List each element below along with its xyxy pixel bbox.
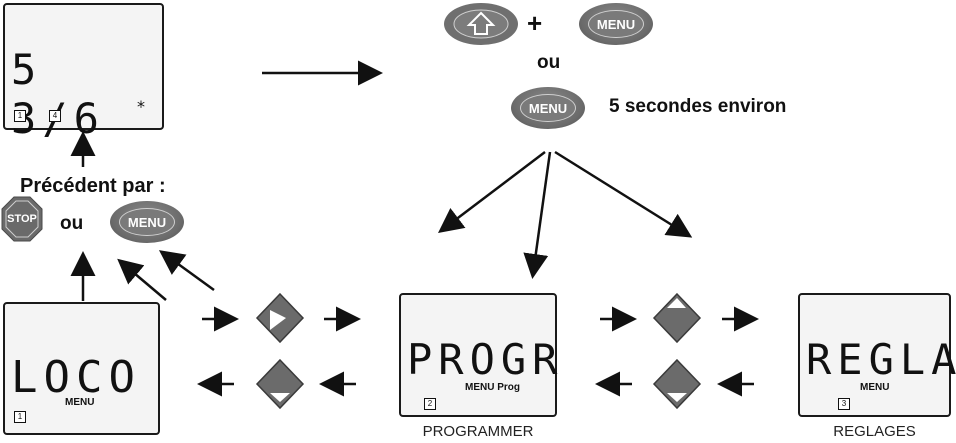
- arrow-down-right: [554, 150, 693, 238]
- menu-button-hold-label: MENU: [528, 100, 568, 116]
- menu-button-left-label: MENU: [127, 214, 167, 230]
- lcd-loco-text: LOCO: [11, 352, 141, 403]
- preceded-label: Précédent par :: [20, 175, 166, 197]
- lcd-prog: PROGR MENU Prog 2: [399, 293, 557, 417]
- or-label-top: ou: [537, 52, 561, 73]
- stop-button-label: STOP: [7, 213, 37, 225]
- lcd-regla-text: REGLA: [806, 335, 956, 384]
- arrow-down-left: [438, 151, 546, 234]
- right-key-shape-2: [652, 292, 702, 344]
- arrow-down-center: [523, 151, 552, 279]
- stop-button[interactable]: STOP: [2, 197, 42, 241]
- right-arrow-key-2[interactable]: [654, 294, 700, 342]
- lcd-prog-tag: 2: [424, 398, 436, 410]
- shift-key-button[interactable]: [444, 3, 518, 45]
- lcd-top-tag-2: 4: [49, 110, 61, 122]
- plus-sign: +: [527, 8, 543, 38]
- lcd-prog-menu: MENU Prog: [465, 382, 520, 393]
- left-key-shape-1: [255, 358, 305, 410]
- menu-button-top[interactable]: MENU: [579, 3, 653, 45]
- lcd-regla: REGLA MENU 3: [798, 293, 956, 417]
- right-key-shape-1: [255, 292, 305, 344]
- left-key-shape-2: [652, 358, 702, 410]
- arrow-diag-1: [117, 258, 167, 301]
- lcd-loco-tag: 1: [14, 411, 26, 423]
- menu-button-top-label: MENU: [596, 16, 636, 32]
- lcd-regla-menu: MENU: [860, 382, 890, 393]
- hold-duration-label: 5 secondes environ: [609, 96, 787, 117]
- lcd-top-text: 5 3/6: [11, 45, 99, 143]
- stop-button-shape: [1, 196, 43, 242]
- left-arrow-key-2[interactable]: [654, 360, 700, 408]
- or-label-left: ou: [60, 213, 84, 234]
- lcd-loco: LOCO MENU 1: [3, 302, 160, 435]
- caption-reglages: REGLAGES: [833, 423, 916, 440]
- lcd-top-tag-1: 1: [14, 110, 26, 122]
- caption-programmer: PROGRAMMER: [422, 423, 534, 440]
- lcd-top: 5 3/6 * 1 4: [3, 3, 164, 143]
- arrow-diag-2: [158, 250, 215, 292]
- lcd-prog-text: PROGR: [407, 335, 564, 384]
- lcd-regla-tag: 3: [838, 398, 850, 410]
- shift-key-shape: [444, 3, 518, 45]
- right-arrow-key-1[interactable]: [257, 294, 303, 342]
- star-icon: *: [137, 97, 145, 116]
- lcd-loco-menu: MENU: [65, 397, 95, 408]
- left-arrow-key-1[interactable]: [257, 360, 303, 408]
- menu-button-left[interactable]: MENU: [110, 201, 184, 243]
- menu-button-hold[interactable]: MENU: [511, 87, 585, 129]
